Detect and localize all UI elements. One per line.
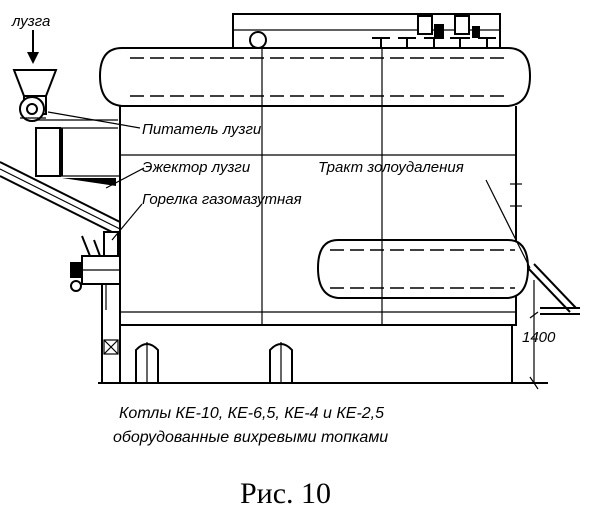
husk-inlet-arrow <box>27 30 39 64</box>
height-dimension <box>526 280 542 390</box>
figure-label: Рис. 10 <box>240 477 331 510</box>
ejector-label: Эжектор лузги <box>142 159 251 176</box>
height-dimension-label: 1400 <box>522 329 556 346</box>
valves <box>372 15 496 48</box>
upper-drum <box>98 31 532 107</box>
caption-line-1: Котлы КЕ-10, КЕ-6,5, КЕ-4 и КЕ-2,5 <box>119 405 384 422</box>
caption-line-2: оборудованные вихревыми топками <box>113 429 388 446</box>
feeder-label: Питатель лузги <box>142 121 262 138</box>
husk-label: лузга <box>11 13 50 30</box>
lower-drum <box>316 239 530 299</box>
burner-label: Горелка газомазутная <box>142 191 302 208</box>
ejector-duct <box>0 161 121 237</box>
ash-tract-label: Тракт золоудаления <box>318 159 464 176</box>
supports <box>135 325 513 383</box>
husk-hopper <box>12 69 58 122</box>
gas-oil-burner <box>70 231 121 310</box>
feeder-structure <box>35 119 121 383</box>
ash-tract <box>510 180 580 315</box>
leader-lines <box>47 111 531 269</box>
